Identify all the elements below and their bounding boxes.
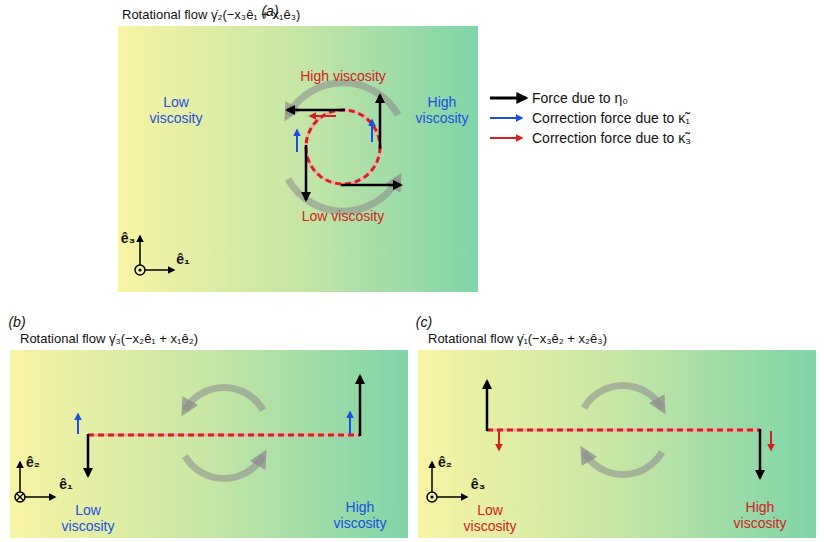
axis-label: ê₂ — [26, 454, 40, 470]
legend-entry: Correction force due to κ̃₁ — [532, 110, 690, 126]
panel-letter: (b) — [8, 314, 25, 330]
region-label: Low viscosity — [302, 208, 384, 224]
legend-arrows — [490, 98, 526, 138]
axis-label: ê₁ — [176, 251, 190, 267]
panel-title: Rotational flow γ̇₁(−x₃ê₂ + x₂ê₃) — [428, 332, 607, 347]
rotating-rod — [487, 381, 771, 478]
panel-letter: (c) — [416, 314, 432, 330]
legend-entry: Force due to η₀ — [532, 90, 628, 106]
region-label: High viscosity — [724, 499, 796, 531]
axis-label: ê₃ — [121, 230, 135, 246]
region-label: High viscosity — [324, 499, 396, 531]
region-label: Low viscosity — [52, 502, 124, 534]
legend-entry: Correction force due to κ̃₃ — [532, 130, 691, 146]
panel-title: Rotational flow γ̇₂(−x₃ê₁ + x₁ê₃) — [122, 8, 300, 23]
region-label: Low viscosity — [454, 502, 526, 534]
region-label: High viscosity — [300, 68, 386, 84]
rotating-ring — [287, 83, 401, 212]
rotating-rod — [78, 376, 360, 479]
axis-label: ê₃ — [471, 476, 485, 492]
panel-title: Rotational flow γ̇₃(−x₂ê₁ + x₁ê₂) — [20, 332, 198, 347]
region-label: Low viscosity — [140, 94, 212, 126]
axis-label: ê₂ — [438, 454, 452, 470]
viscosity-gradient — [418, 350, 816, 538]
viscosity-gradient — [118, 26, 478, 292]
axis-triad — [135, 236, 174, 275]
axis-label: ê₁ — [59, 476, 73, 492]
viscosity-gradient — [10, 350, 408, 538]
region-label: High viscosity — [406, 94, 478, 126]
